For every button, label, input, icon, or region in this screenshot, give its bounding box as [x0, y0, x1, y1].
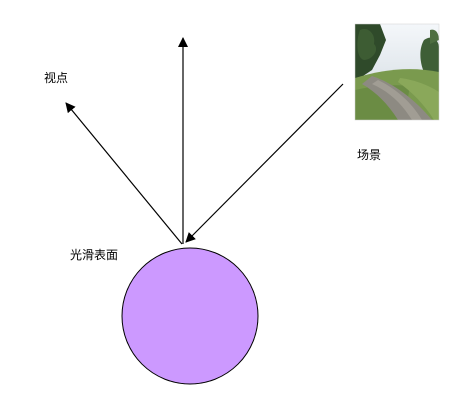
- smooth-surface-label: 光滑表面: [70, 248, 119, 262]
- incident-ray-arrow: [185, 83, 344, 243]
- reflected-ray-arrow: [65, 102, 183, 245]
- scene-photo: [355, 24, 439, 120]
- scene-photo-frame: [354, 23, 440, 121]
- viewpoint-label: 视点: [44, 71, 69, 85]
- smooth-surface-sphere: [121, 247, 259, 385]
- scene-label: 场景: [357, 148, 382, 162]
